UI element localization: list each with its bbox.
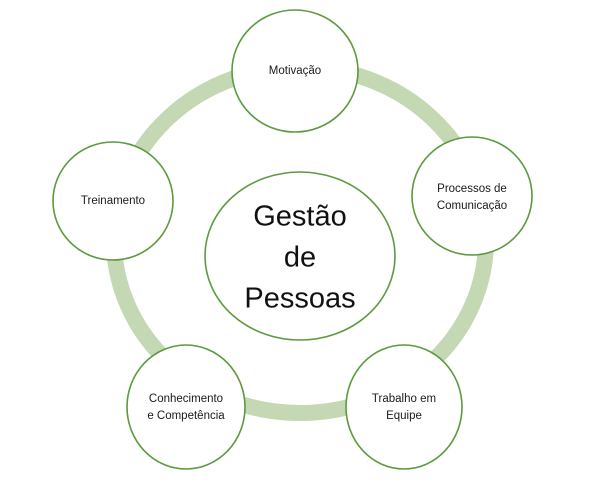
- node-motivacao-label-line1: Motivação: [269, 65, 321, 77]
- node-conhecimento-e-competencia-circle[interactable]: [126, 344, 246, 470]
- node-processos-de-comunicacao-circle[interactable]: [411, 136, 533, 256]
- node-trabalho-em-equipe[interactable]: Trabalho em Equipe: [345, 344, 463, 470]
- node-trabalho-em-equipe-label-line2: Equipe: [386, 410, 422, 422]
- node-trabalho-em-equipe-label-line1: Trabalho em: [372, 393, 436, 405]
- center-node[interactable]: Gestão de Pessoas: [204, 171, 396, 341]
- center-node-circle[interactable]: [204, 171, 396, 341]
- node-conhecimento-e-competencia-label-line2: e Competência: [147, 410, 225, 422]
- node-motivacao[interactable]: Motivação: [231, 9, 359, 133]
- node-motivacao-circle[interactable]: [231, 9, 359, 133]
- node-treinamento-label-line1: Treinamento: [81, 195, 145, 207]
- center-node-label-line2: de: [284, 242, 316, 274]
- node-processos-de-comunicacao[interactable]: Processos de Comunicação: [411, 136, 533, 256]
- node-processos-de-comunicacao-label-line2: Comunicação: [437, 200, 507, 212]
- node-processos-de-comunicacao-label-line1: Processos de: [437, 183, 507, 195]
- center-node-label-line3: Pessoas: [244, 283, 355, 315]
- node-treinamento[interactable]: Treinamento: [52, 141, 174, 261]
- node-conhecimento-e-competencia[interactable]: Conhecimento e Competência: [126, 344, 246, 470]
- center-node-label-line1: Gestão: [253, 201, 347, 233]
- node-conhecimento-e-competencia-label-line1: Conhecimento: [149, 393, 223, 405]
- node-treinamento-circle[interactable]: [52, 141, 174, 261]
- node-trabalho-em-equipe-circle[interactable]: [345, 344, 463, 470]
